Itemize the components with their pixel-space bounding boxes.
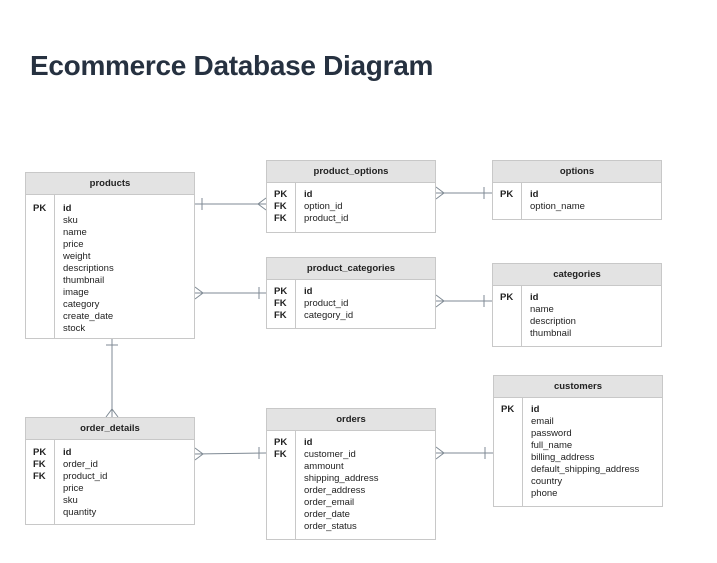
key-column [493,285,522,346]
field: country [531,476,563,487]
field: product_id [304,213,349,224]
key-column [267,430,296,539]
field: default_shipping_address [531,464,640,475]
key-label: PK [500,292,514,303]
field: product_id [63,471,108,482]
table-header: order_details [26,418,194,440]
field: customer_id [304,449,356,460]
field: name [530,304,554,315]
table-header: product_categories [267,258,435,280]
field: id [304,189,313,200]
key-column [26,194,55,338]
connector-products-product-options [195,197,267,211]
key-label: FK [33,459,46,470]
field: password [531,428,572,439]
table-options[interactable]: options PK id option_name [492,160,662,220]
table-header: orders [267,409,435,431]
field: thumbnail [530,328,572,339]
field: option_name [530,201,585,212]
field: price [63,239,84,250]
field: option_id [304,201,343,212]
table-header: customers [494,376,662,398]
key-column [267,279,296,328]
key-label: FK [274,201,287,212]
field: order_address [304,485,366,496]
key-label: FK [274,213,287,224]
connector-product-categories-categories [435,294,492,308]
field: id [63,203,72,214]
key-label: PK [500,189,514,200]
connector-product-options-options [435,186,492,200]
field: id [304,437,313,448]
field: sku [63,495,78,506]
key-column [267,182,296,232]
table-header: categories [493,264,661,286]
field: create_date [63,311,114,322]
table-customers[interactable]: customers PK id email password full_name… [493,375,663,507]
table-product-categories[interactable]: product_categories PK FK FK id product_i… [266,257,436,329]
field: billing_address [531,452,595,463]
field: email [531,416,554,427]
key-label: PK [501,404,515,415]
field: full_name [531,440,573,451]
field: thumbnail [63,275,105,286]
field: sku [63,215,78,226]
table-orders[interactable]: orders PK FK id customer_id ammount ship… [266,408,436,540]
field: id [530,189,539,200]
table-products[interactable]: products PK id sku name price weight des… [25,172,195,339]
field: weight [63,251,91,262]
key-label: FK [274,298,287,309]
key-column [494,397,523,506]
key-label: FK [274,310,287,321]
field: price [63,483,84,494]
connector-order-details-orders [194,447,267,461]
field: order_id [63,459,98,470]
page-title: Ecommerce Database Diagram [30,50,434,81]
key-label: FK [274,449,287,460]
field: shipping_address [304,473,379,484]
field: id [304,286,313,297]
table-categories[interactable]: categories PK id name description thumbn… [492,263,662,347]
field: category_id [304,310,354,321]
field: order_date [304,509,350,520]
field: description [530,316,576,327]
key-label: FK [33,471,46,482]
key-label: PK [274,437,288,448]
field: order_email [304,497,355,508]
table-header: options [493,161,661,183]
field: image [63,287,89,298]
table-header: product_options [267,161,435,183]
field: product_id [304,298,349,309]
field: phone [531,488,558,499]
field: quantity [63,507,97,518]
field: id [531,404,540,415]
connector-products-order-details [105,339,119,418]
key-label: PK [33,203,47,214]
key-column [493,182,522,219]
field: stock [63,323,86,334]
field: descriptions [63,263,114,274]
field: category [63,299,100,310]
key-label: PK [274,286,288,297]
field: ammount [304,461,344,472]
field: id [530,292,539,303]
key-label: PK [33,447,47,458]
table-product-options[interactable]: product_options PK FK FK id option_id pr… [266,160,436,233]
table-header: products [26,173,194,195]
connector-orders-customers [435,446,493,460]
connector-products-product-categories [194,286,266,300]
key-column [26,439,55,524]
field: id [63,447,72,458]
table-order-details[interactable]: order_details PK FK FK id order_id produ… [25,417,195,525]
key-label: PK [274,189,288,200]
field: order_status [304,521,357,532]
field: name [63,227,87,238]
